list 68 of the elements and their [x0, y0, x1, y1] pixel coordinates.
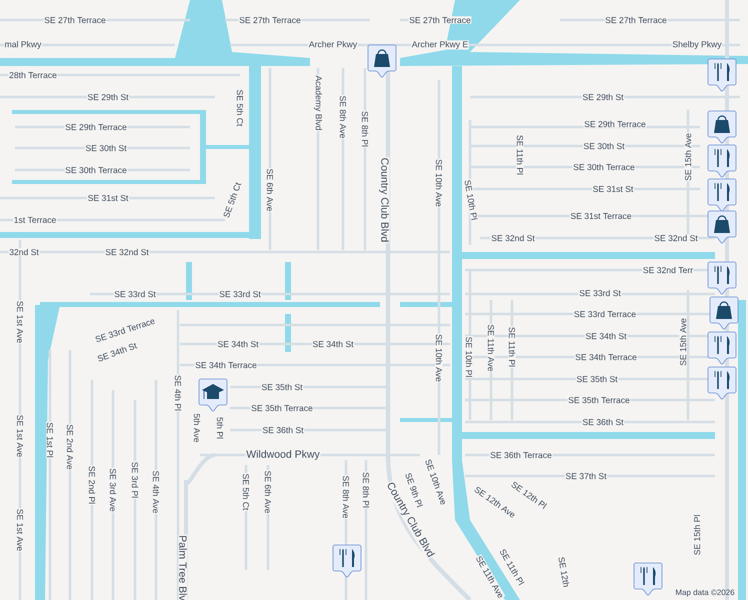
street-label: 5th Pl	[216, 416, 224, 440]
street-label: SE 33rd St	[218, 290, 262, 298]
street-label: SE 30th St	[582, 142, 626, 150]
street-label: SE 34th St	[312, 340, 354, 348]
street-label: SE 33rd Terrace	[94, 316, 156, 344]
street-label: SE 5th Ct	[222, 180, 242, 220]
street-label: SE 36th St	[262, 426, 304, 434]
street-label: SE 32nd St	[104, 248, 150, 256]
street-label: SE 35th St	[260, 383, 304, 391]
street-label: SE 4th Pl	[174, 374, 182, 412]
street-label: SE 8th Pl	[362, 471, 370, 509]
street-label: SE 33rd Terrace	[573, 310, 637, 318]
street-label: SE 8th Ave	[342, 474, 350, 520]
street-label: SE 4th Ave	[152, 470, 160, 514]
street-label: 5th Ave	[193, 412, 201, 444]
street-label: SE 27th Terrace	[238, 16, 302, 24]
street-label: SE 34th St	[216, 340, 260, 348]
street-label: Wildwood Pkwy	[246, 450, 320, 460]
street-label: SE 33rd St	[114, 290, 156, 298]
street-label: SE 32nd Terr	[642, 266, 694, 274]
street-label: SE 10th Pl	[465, 336, 473, 378]
street-label: SE 10th Pl	[464, 178, 478, 222]
street-label: SE 34th Terrace	[574, 353, 638, 361]
street-label: SE 30th Terrace	[64, 166, 128, 174]
street-label: SE 11th Pl	[516, 134, 524, 176]
street-label: SE 27th Terrace	[44, 16, 106, 24]
street-label: SE 8th Ave	[339, 94, 347, 140]
street-label: SE 15th Pl	[693, 514, 701, 556]
street-label: SE 27th Terrace	[604, 16, 668, 24]
attribution-text: Map data ©2026	[676, 589, 734, 597]
street-label: SE 35th St	[576, 375, 618, 383]
street-label: SE 29th St	[86, 93, 130, 101]
street-label: SE 36th St	[582, 418, 624, 426]
street-label: SE 34th St	[96, 341, 138, 363]
street-label: SE 3rd Pl	[131, 461, 139, 499]
street-label: SE 37th St	[564, 472, 608, 480]
street-label: SE 34th St	[584, 332, 628, 340]
street-label: SE 15th Ave	[679, 318, 687, 366]
street-label: SE 29th St	[582, 93, 624, 101]
street-label: SE 32nd St	[654, 234, 698, 242]
street-label: SE 33rd St	[578, 289, 622, 297]
street-label: SE 36th Terrace	[490, 451, 552, 459]
street-label: SE 12th	[558, 556, 570, 588]
street-label: SE 11th Ave	[487, 324, 495, 372]
street-label: SE 11th Pl	[508, 326, 516, 368]
street-label: SE 32nd St	[490, 234, 536, 242]
street-label: SE 15th Ave	[684, 132, 692, 182]
street-label: 32nd St	[8, 248, 40, 256]
street-label: SE 3rd Ave	[109, 468, 117, 512]
street-label: SE 27th Terrace	[408, 16, 472, 24]
street-label: Country Club Blvd	[378, 157, 390, 243]
street-label: SE 29th Terrace	[64, 123, 128, 131]
street-label: SE 30th Terrace	[572, 163, 636, 171]
street-label: SE 10th Ave	[435, 334, 443, 382]
street-label: SE 35th Terrace	[250, 404, 314, 412]
street-label: 28th Terrace	[8, 71, 58, 79]
street-label: SE 5th Ct	[236, 89, 244, 127]
street-label: SE 5th Ct	[242, 473, 250, 511]
street-label: SE 10th Ave	[435, 158, 443, 208]
street-label: SE 30th St	[84, 144, 128, 152]
street-label: SE 6th Ave	[264, 470, 272, 514]
street-label: SE 34th Terrace	[194, 361, 258, 369]
street-label: SE 2nd Pl	[88, 465, 96, 505]
street-label: SE 29th Terrace	[584, 120, 646, 128]
street-label: SE 35th Terrace	[568, 396, 630, 404]
street-label: SE 12th Pl	[510, 480, 548, 510]
street-label: SE 8th Pl	[361, 110, 369, 148]
street-label: SE 6th Ave	[266, 168, 274, 212]
